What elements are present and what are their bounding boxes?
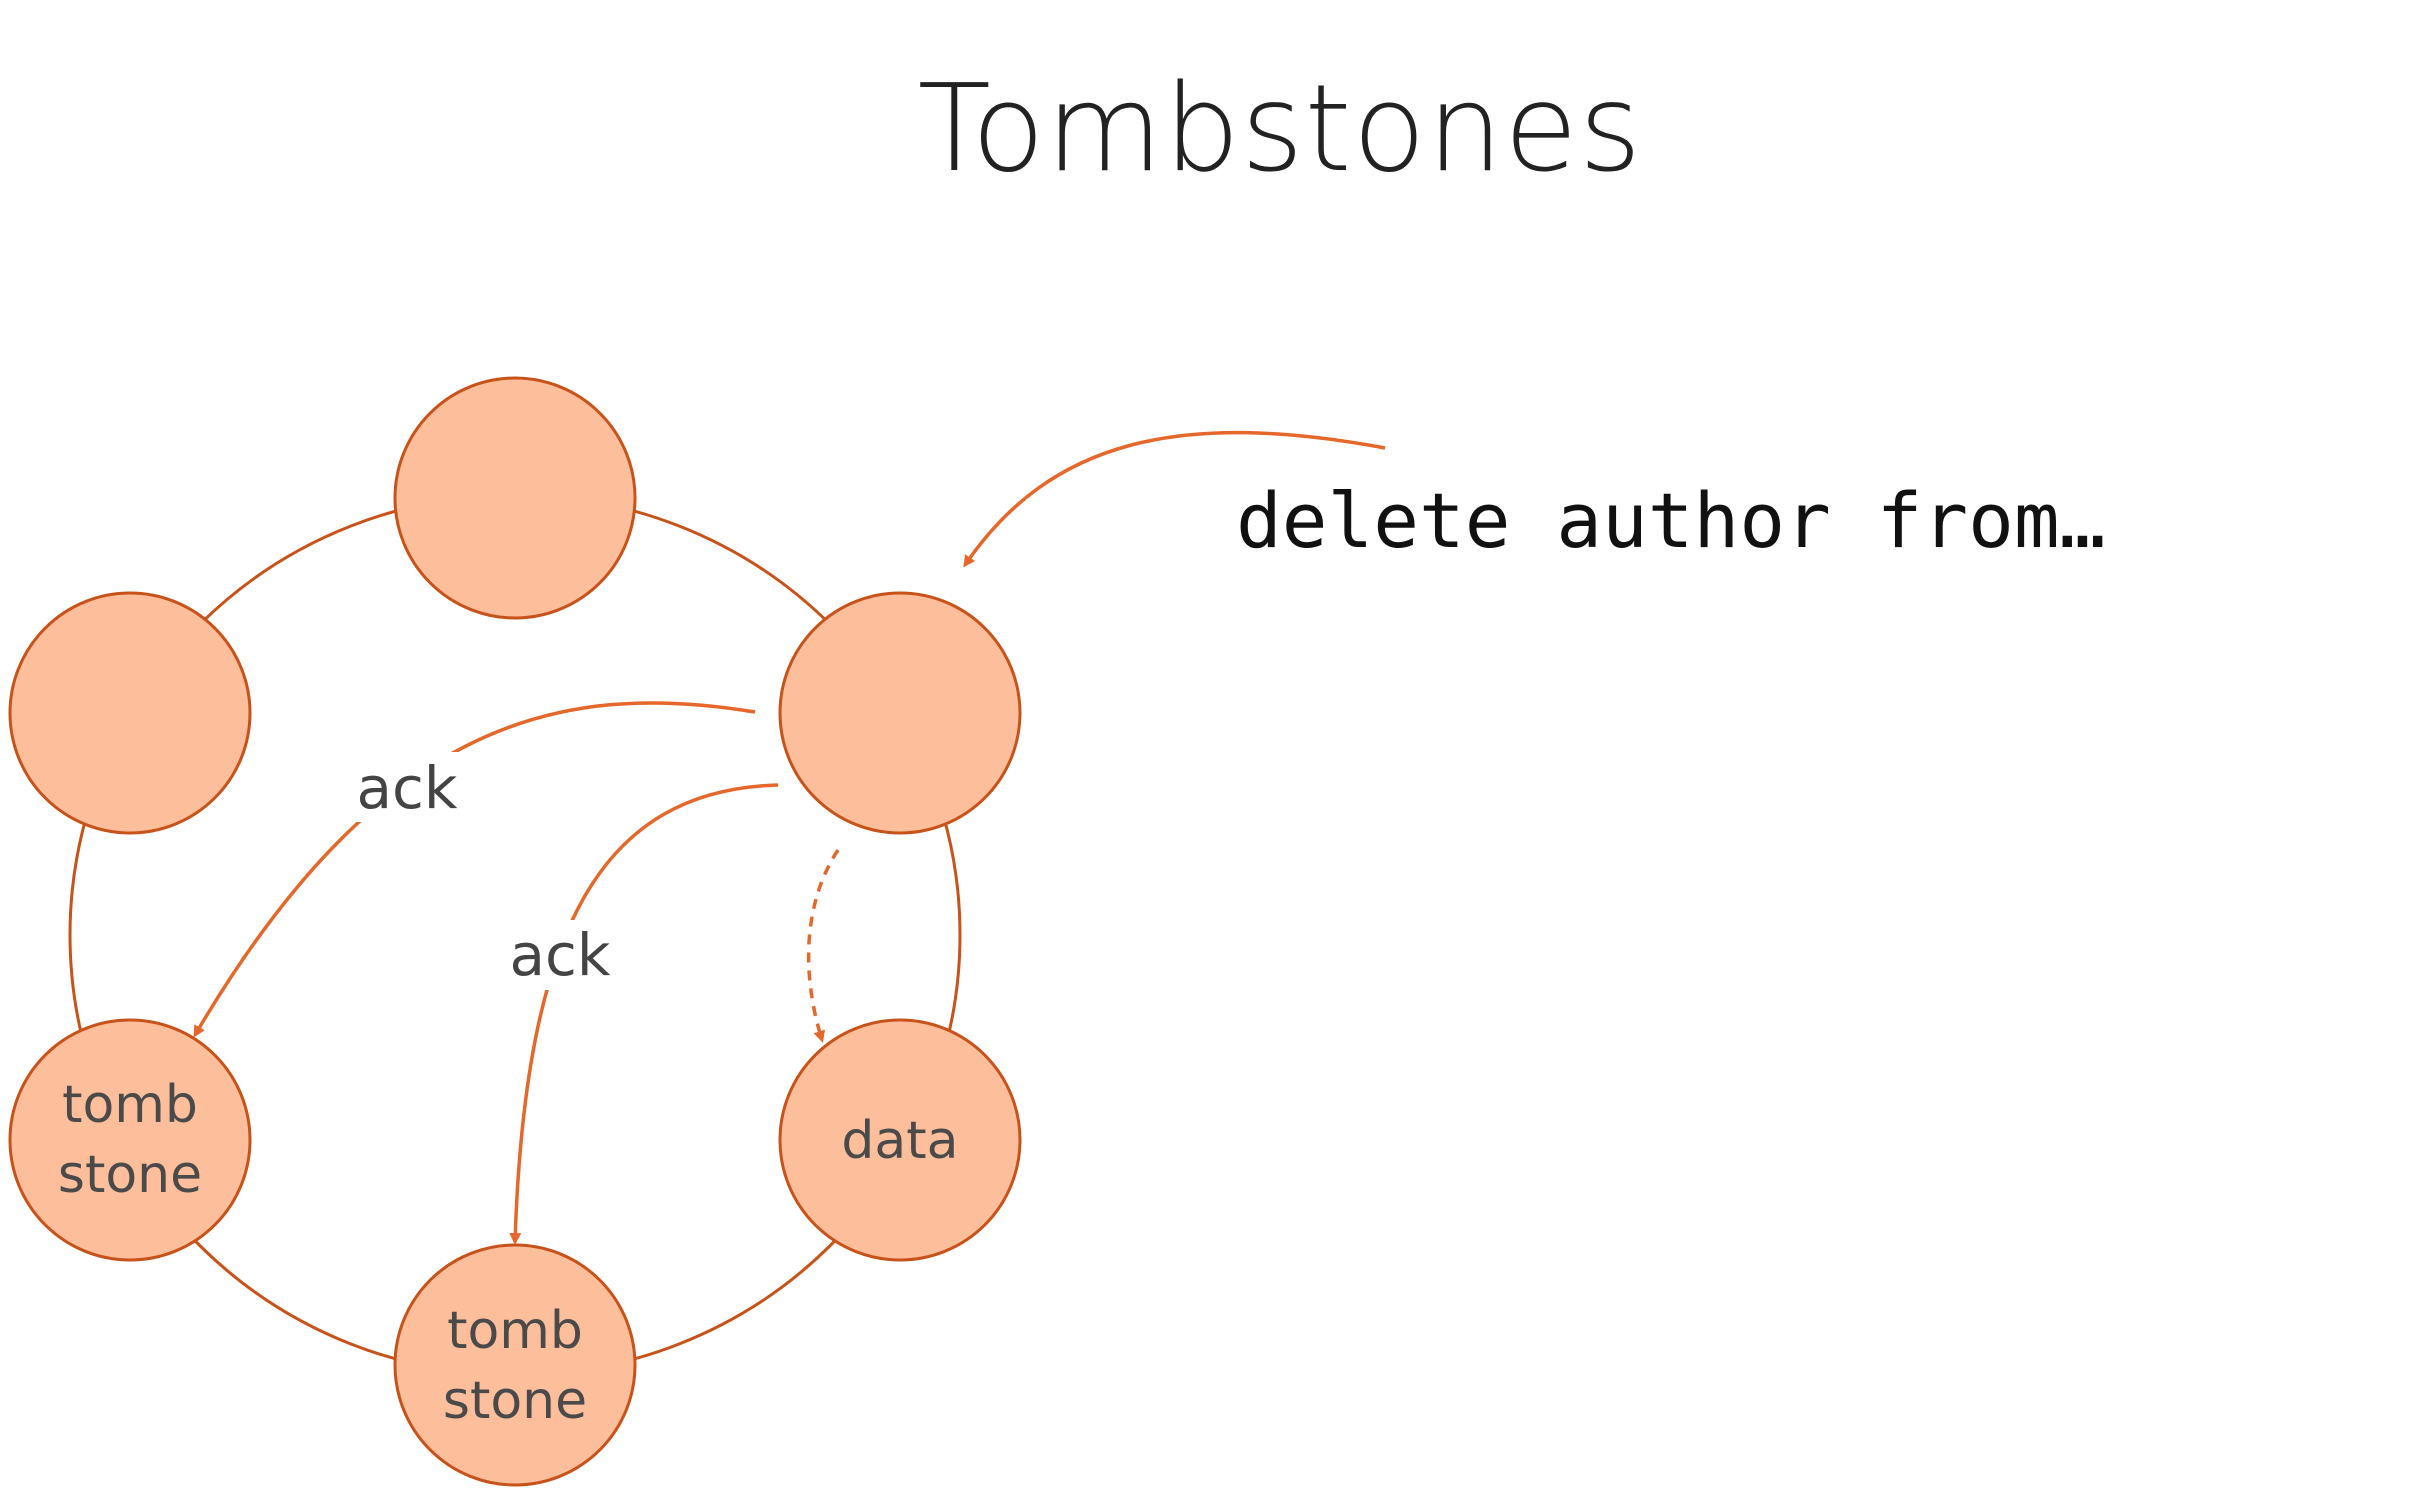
node-lower-left: tomb stone: [8, 1018, 252, 1262]
node-label: stone: [443, 1371, 587, 1431]
node-bottom: tomb stone: [393, 1243, 637, 1487]
ack-label-bottom: ack: [509, 921, 610, 989]
ack-arrow-lower-left: [193, 701, 756, 1038]
ack-label-bg: [495, 920, 625, 990]
node-label: tomb: [62, 1075, 198, 1135]
delete-command: delete author from…: [1236, 476, 2106, 565]
node-top: [393, 376, 637, 620]
ack-label-bg: [340, 752, 470, 822]
ack-label-lower-left: ack: [356, 754, 457, 822]
pending-arrow-data: [806, 849, 840, 1043]
slide-title: Tombstones: [917, 60, 1643, 199]
node-upper-right: [778, 591, 1022, 835]
node-lower-right: data: [778, 1018, 1022, 1262]
node-label: tomb: [447, 1301, 583, 1361]
node-label: data: [841, 1111, 958, 1171]
request-arrow: [963, 430, 1386, 568]
node-label: stone: [58, 1145, 202, 1205]
ack-arrow-bottom: [509, 783, 779, 1245]
node-upper-left: [8, 591, 252, 835]
